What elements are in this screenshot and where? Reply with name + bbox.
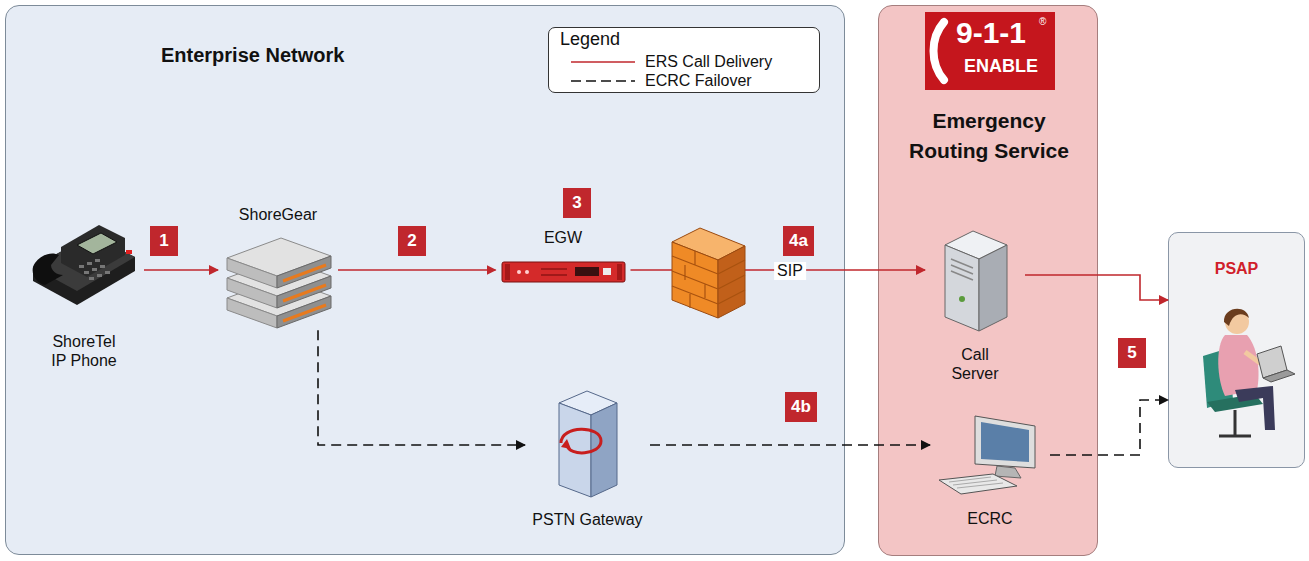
legend-title: Legend xyxy=(560,29,620,50)
device-label: EGW xyxy=(544,228,582,247)
psap-icon xyxy=(1177,290,1297,440)
region-heading-holder: Enterprise Network xyxy=(161,44,344,67)
phone-icon xyxy=(29,205,139,310)
ecrc-workstation: ECRC xyxy=(930,412,1050,528)
callout-number-holder: 4a xyxy=(783,226,814,256)
callout-number: 5 xyxy=(1118,338,1146,368)
gateway-appliance: EGW xyxy=(496,228,631,287)
logo-background xyxy=(925,12,1055,90)
call-server: Call Server xyxy=(925,225,1025,383)
device-label: ShoreGear xyxy=(239,205,317,224)
callout-number: 2 xyxy=(398,226,426,256)
callout-number: 3 xyxy=(563,188,591,218)
logo-mark-holder: ® xyxy=(1039,16,1046,28)
legend-row: ECRC Failover xyxy=(571,71,752,90)
ecrc-icon xyxy=(935,412,1045,497)
legend-line xyxy=(571,61,635,63)
psap-box: PSAP xyxy=(1168,232,1305,468)
logo-text: ENABLE xyxy=(964,55,1038,77)
logo-text-holder: ENABLE xyxy=(964,55,1038,77)
pstn-gateway: PSTN Gateway xyxy=(525,385,650,529)
delivery-connector xyxy=(144,269,218,271)
logo-text-holder: 9-1-1 xyxy=(956,15,1026,51)
switch-appliance: ShoreGear xyxy=(218,205,338,330)
server-icon xyxy=(939,225,1011,333)
device-label: PSTN Gateway xyxy=(532,510,642,529)
delivery-connector xyxy=(338,269,496,271)
ip-phone: ShoreTel IP Phone xyxy=(24,205,144,370)
callout-number: 4a xyxy=(783,226,814,256)
failover-connector xyxy=(1050,400,1168,455)
edge-label-holder: SIP xyxy=(774,262,806,280)
callout-number-holder: 3 xyxy=(563,188,591,218)
device-label: Call Server xyxy=(945,345,1005,383)
region-heading: Enterprise Network xyxy=(161,44,344,67)
callout-number: 1 xyxy=(150,226,178,256)
legend-line-sample xyxy=(571,57,635,67)
region-heading: Emergency Routing Service xyxy=(904,106,1074,166)
gear-icon xyxy=(223,230,333,330)
callout-number-holder: 4b xyxy=(785,392,817,422)
legend-row: ERS Call Delivery xyxy=(571,52,772,71)
legend-title-holder: Legend xyxy=(560,29,620,50)
legend-text: ERS Call Delivery xyxy=(645,52,772,71)
edge-label: SIP xyxy=(774,262,806,280)
delivery-connector xyxy=(1025,275,1168,300)
region-heading-holder: Emergency Routing Service xyxy=(904,106,1074,166)
firewall-icon xyxy=(672,228,745,318)
callout-number-holder: 5 xyxy=(1118,338,1146,368)
logo-mark: ® xyxy=(1039,16,1046,28)
legend-text: ECRC Failover xyxy=(645,71,752,90)
logo-text: 9-1-1 xyxy=(956,15,1026,51)
service-region: Emergency Routing ServiceCall ServerECRC xyxy=(878,5,1098,556)
callout-number: 4b xyxy=(785,392,817,422)
legend-line xyxy=(571,80,635,82)
device-label: ECRC xyxy=(967,509,1012,528)
failover-connector xyxy=(318,330,525,445)
failover-connector xyxy=(650,444,930,446)
callout-number-holder: 2 xyxy=(398,226,426,256)
pstn-icon xyxy=(555,385,621,500)
egw-icon xyxy=(501,257,626,287)
box-title: PSAP xyxy=(1169,259,1304,278)
legend-line-sample xyxy=(571,76,635,86)
callout-number-holder: 1 xyxy=(150,226,178,256)
device-label: ShoreTel IP Phone xyxy=(44,332,124,370)
